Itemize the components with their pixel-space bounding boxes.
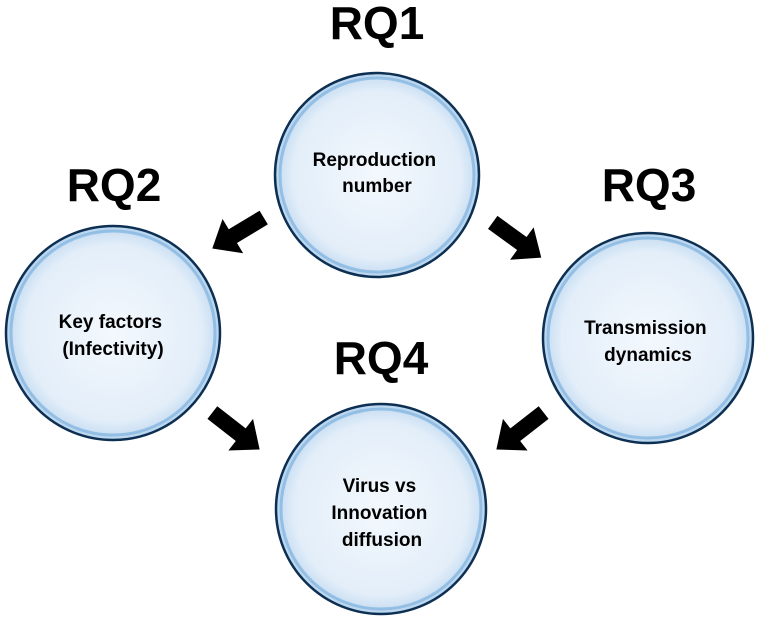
rq4-text: Virus vs Innovation diffusion — [331, 476, 432, 551]
rq3-circle — [541, 231, 755, 445]
rq3-text-line-1: Transmission — [584, 318, 707, 339]
rq1-circle — [273, 71, 481, 279]
rq4-text-line-1: Virus vs — [343, 476, 417, 497]
rq4-text-line-2: Innovation — [331, 503, 427, 524]
rq2-circle — [4, 224, 222, 442]
arrow-rq1-to-rq2 — [212, 210, 268, 254]
arrow-rq1-to-rq3 — [488, 215, 542, 260]
node-rq4: RQ4 Virus vs Innovation diffusion — [274, 332, 488, 616]
node-rq2: RQ2 Key factors (Infectivity) — [4, 159, 222, 442]
arrow-rq3-to-rq4 — [496, 406, 549, 451]
arrows-layer — [207, 210, 549, 451]
rq2-text: Key factors (Infectivity) — [59, 312, 168, 360]
node-rq3: RQ3 Transmission dynamics — [541, 159, 755, 445]
rq2-label: RQ2 — [67, 159, 162, 211]
rq1-text: Reproduction number — [313, 150, 442, 197]
rq1-text-line-2: number — [342, 176, 412, 197]
rq4-circle — [274, 402, 488, 616]
rq2-text-line-2: (Infectivity) — [62, 339, 163, 360]
rq3-text-line-2: dynamics — [604, 345, 692, 366]
rq4-text-line-3: diffusion — [342, 530, 422, 551]
rq2-text-line-1: Key factors — [59, 312, 163, 333]
rq3-text: Transmission dynamics — [584, 318, 712, 366]
rq1-text-line-1: Reproduction — [313, 150, 437, 171]
node-rq1: RQ1 Reproduction number — [273, 0, 481, 279]
rq3-label: RQ3 — [602, 159, 697, 211]
arrow-rq2-to-rq4 — [207, 406, 260, 451]
rq4-label: RQ4 — [334, 332, 429, 384]
rq1-label: RQ1 — [330, 0, 425, 49]
